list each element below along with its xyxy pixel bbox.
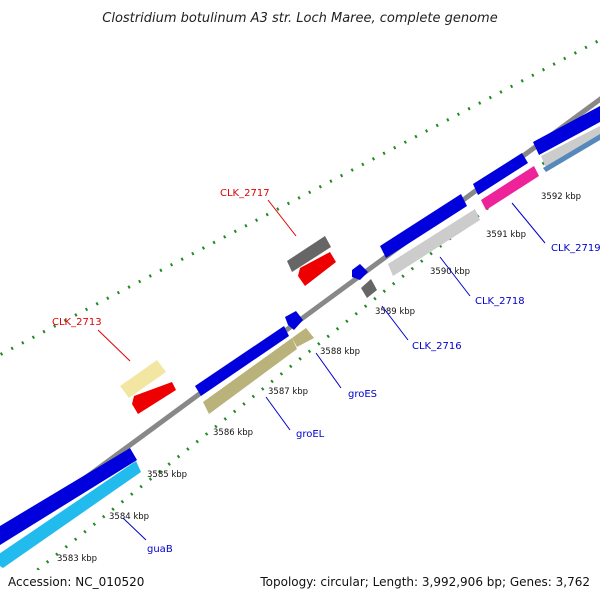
feature-clk-2718[interactable] xyxy=(388,209,480,276)
feature-cds[interactable] xyxy=(543,134,600,172)
feature-guab[interactable] xyxy=(0,461,141,568)
outer-dotted-track xyxy=(0,38,600,357)
feature-clk-2719[interactable] xyxy=(481,166,539,210)
accession-text: Accession: NC_010520 xyxy=(8,575,144,589)
feature-cds[interactable] xyxy=(0,448,137,545)
tick-label: 3584 kbp xyxy=(109,512,149,522)
leader-line xyxy=(315,352,342,389)
feature-cds[interactable] xyxy=(473,153,528,195)
leader-line xyxy=(265,396,291,431)
feature-clk-2713[interactable] xyxy=(120,360,166,398)
feature-cds-red[interactable] xyxy=(132,382,176,414)
label-clk-2713: CLK_2713 xyxy=(52,317,102,328)
label-groel: groEL xyxy=(296,429,325,440)
tick-label: 3587 kbp xyxy=(268,387,308,397)
label-groes: groES xyxy=(348,389,377,400)
tick-label: 3586 kbp xyxy=(213,428,253,438)
tick-label: 3588 kbp xyxy=(320,347,360,357)
label-clk-2718: CLK_2718 xyxy=(475,296,525,307)
feature-cds[interactable] xyxy=(285,311,303,330)
leader-line xyxy=(122,517,147,541)
label-clk-2716: CLK_2716 xyxy=(412,341,462,352)
feature-groel[interactable] xyxy=(203,338,297,414)
tick-label: 3592 kbp xyxy=(541,192,581,202)
tick-label: 3590 kbp xyxy=(430,267,470,277)
tick-label: 3591 kbp xyxy=(486,230,526,240)
tick-label: 3585 kbp xyxy=(147,470,187,480)
feature-cds[interactable] xyxy=(352,264,368,280)
leader-line xyxy=(511,202,546,244)
leader-line xyxy=(381,305,409,341)
tick-label: 3589 kbp xyxy=(375,307,415,317)
leader-line xyxy=(267,199,297,237)
feature-cds[interactable] xyxy=(380,194,467,258)
feature-cds[interactable] xyxy=(533,106,600,155)
tick-label: 3583 kbp xyxy=(57,554,97,564)
label-guab: guaB xyxy=(147,544,173,555)
feature-cds[interactable] xyxy=(541,126,600,168)
label-clk-2719: CLK_2719 xyxy=(551,243,600,254)
label-clk-2717: CLK_2717 xyxy=(220,188,270,199)
feature-clk-2716[interactable] xyxy=(361,279,377,298)
feature-clk-2717[interactable] xyxy=(287,236,331,272)
leader-line xyxy=(439,256,471,297)
leader-line xyxy=(97,329,131,362)
feature-cds[interactable] xyxy=(195,326,289,396)
feature-groes[interactable] xyxy=(292,328,314,347)
map-title: Clostridium botulinum A3 str. Loch Maree… xyxy=(102,11,497,26)
genome-stats: Topology: circular; Length: 3,992,906 bp… xyxy=(259,575,590,589)
feature-cds-red[interactable] xyxy=(298,252,336,286)
